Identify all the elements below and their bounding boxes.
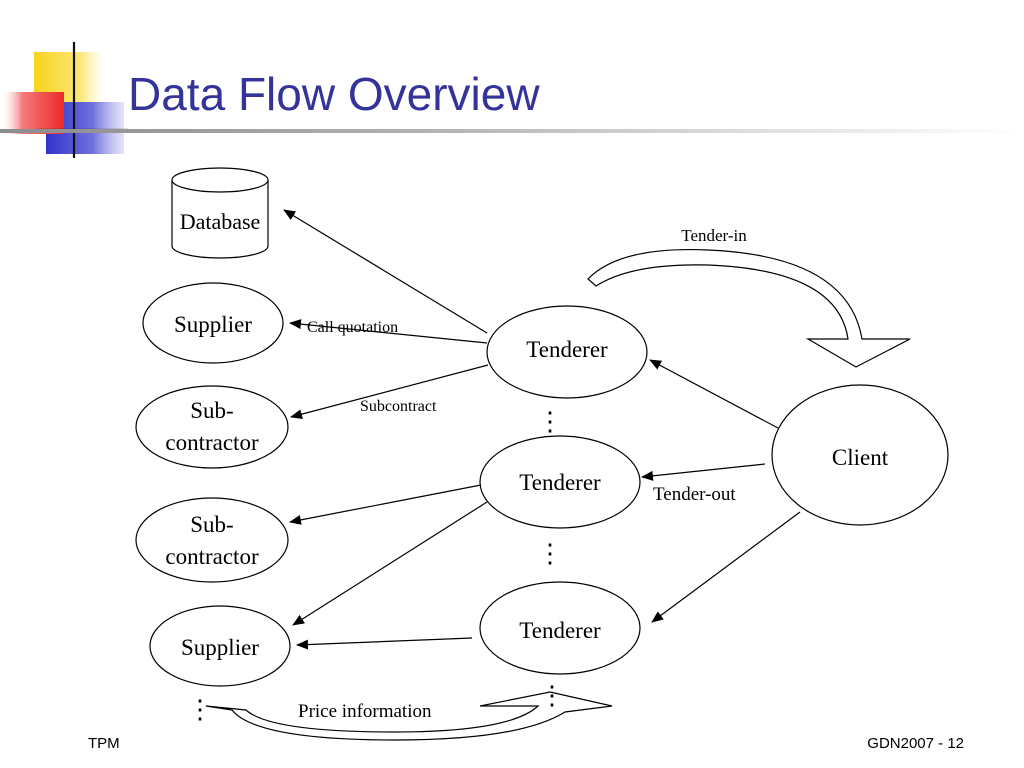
tenderer-1-ellipse: [486, 305, 648, 399]
logo-red-block: [0, 92, 64, 134]
arrow-client-to-tenderer3: [651, 511, 801, 623]
footer-left: TPM: [88, 735, 120, 752]
subcontractor-1-label-line1: Sub-: [190, 398, 233, 423]
supplier-bottom-label: Supplier: [181, 635, 259, 660]
subcontractor-2-label-line2: contractor: [165, 544, 259, 569]
subcontractor-2-label-line1: Sub-: [190, 512, 233, 537]
call-quotation-label: Call quotation: [307, 319, 398, 336]
supplier-top-label: Supplier: [174, 312, 252, 337]
price-information-arrow: [205, 691, 613, 741]
continuation-mark-3: ⋮: [539, 681, 565, 710]
subcontract-label: Subcontract: [360, 398, 437, 415]
subcontractor-2-ellipse: [135, 497, 289, 583]
continuation-mark-2: ⋮: [537, 539, 563, 568]
tenderer-3-label: Tenderer: [519, 618, 601, 643]
continuation-mark-4: ⋮: [187, 695, 213, 724]
tenderer-2-ellipse: [479, 435, 641, 529]
arrow-client-to-tenderer2: [641, 463, 766, 481]
tenderer-3-node: Tenderer: [479, 581, 641, 675]
tenderer-2-label: Tenderer: [519, 470, 601, 495]
tenderer-1-node: Tenderer: [486, 305, 648, 399]
price-information-label: Price information: [298, 701, 432, 722]
supplier-bottom-node: Supplier: [149, 605, 291, 687]
arrow-tenderer1-to-subcontractor: [290, 364, 489, 420]
supplier-bottom-ellipse: [149, 605, 291, 687]
footer-right-page-number: GDN2007 - 12: [867, 735, 964, 752]
database-cylinder-top: [171, 167, 269, 193]
tenderer-1-label: Tenderer: [526, 337, 608, 362]
subcontractor-2-node: Sub- contractor: [135, 497, 289, 583]
client-node: Client: [771, 384, 949, 526]
supplier-top-ellipse: [142, 282, 284, 364]
arrow-tenderer2-to-subcontractor: [289, 484, 482, 525]
arrow-client-to-tenderer1: [649, 359, 779, 429]
subcontractor-1-ellipse: [135, 385, 289, 469]
subcontractor-1-node: Sub- contractor: [135, 385, 289, 469]
database-cylinder-body: [171, 180, 269, 259]
tenderer-3-ellipse: [479, 581, 641, 675]
title-underline: [0, 129, 1024, 133]
client-ellipse: [771, 384, 949, 526]
continuation-mark-1: ⋮: [537, 407, 563, 436]
slide-title: Data Flow Overview: [128, 68, 540, 120]
arrow-tenderer2-to-supplier: [292, 501, 488, 626]
tender-in-arrow: [587, 248, 911, 368]
subcontractor-1-label-line2: contractor: [165, 430, 259, 455]
tenderer-2-node: Tenderer: [479, 435, 641, 529]
arrow-tenderer1-to-database: [283, 209, 488, 334]
supplier-top-node: Supplier: [142, 282, 284, 364]
client-label: Client: [832, 445, 889, 470]
database-label: Database: [180, 209, 261, 234]
database-node: Database: [171, 167, 269, 259]
arrow-tenderer1-to-supplier: [289, 319, 488, 344]
tender-out-label: Tender-out: [653, 484, 736, 505]
tender-in-label: Tender-in: [681, 226, 747, 245]
arrow-tenderer3-to-supplier: [296, 637, 473, 650]
